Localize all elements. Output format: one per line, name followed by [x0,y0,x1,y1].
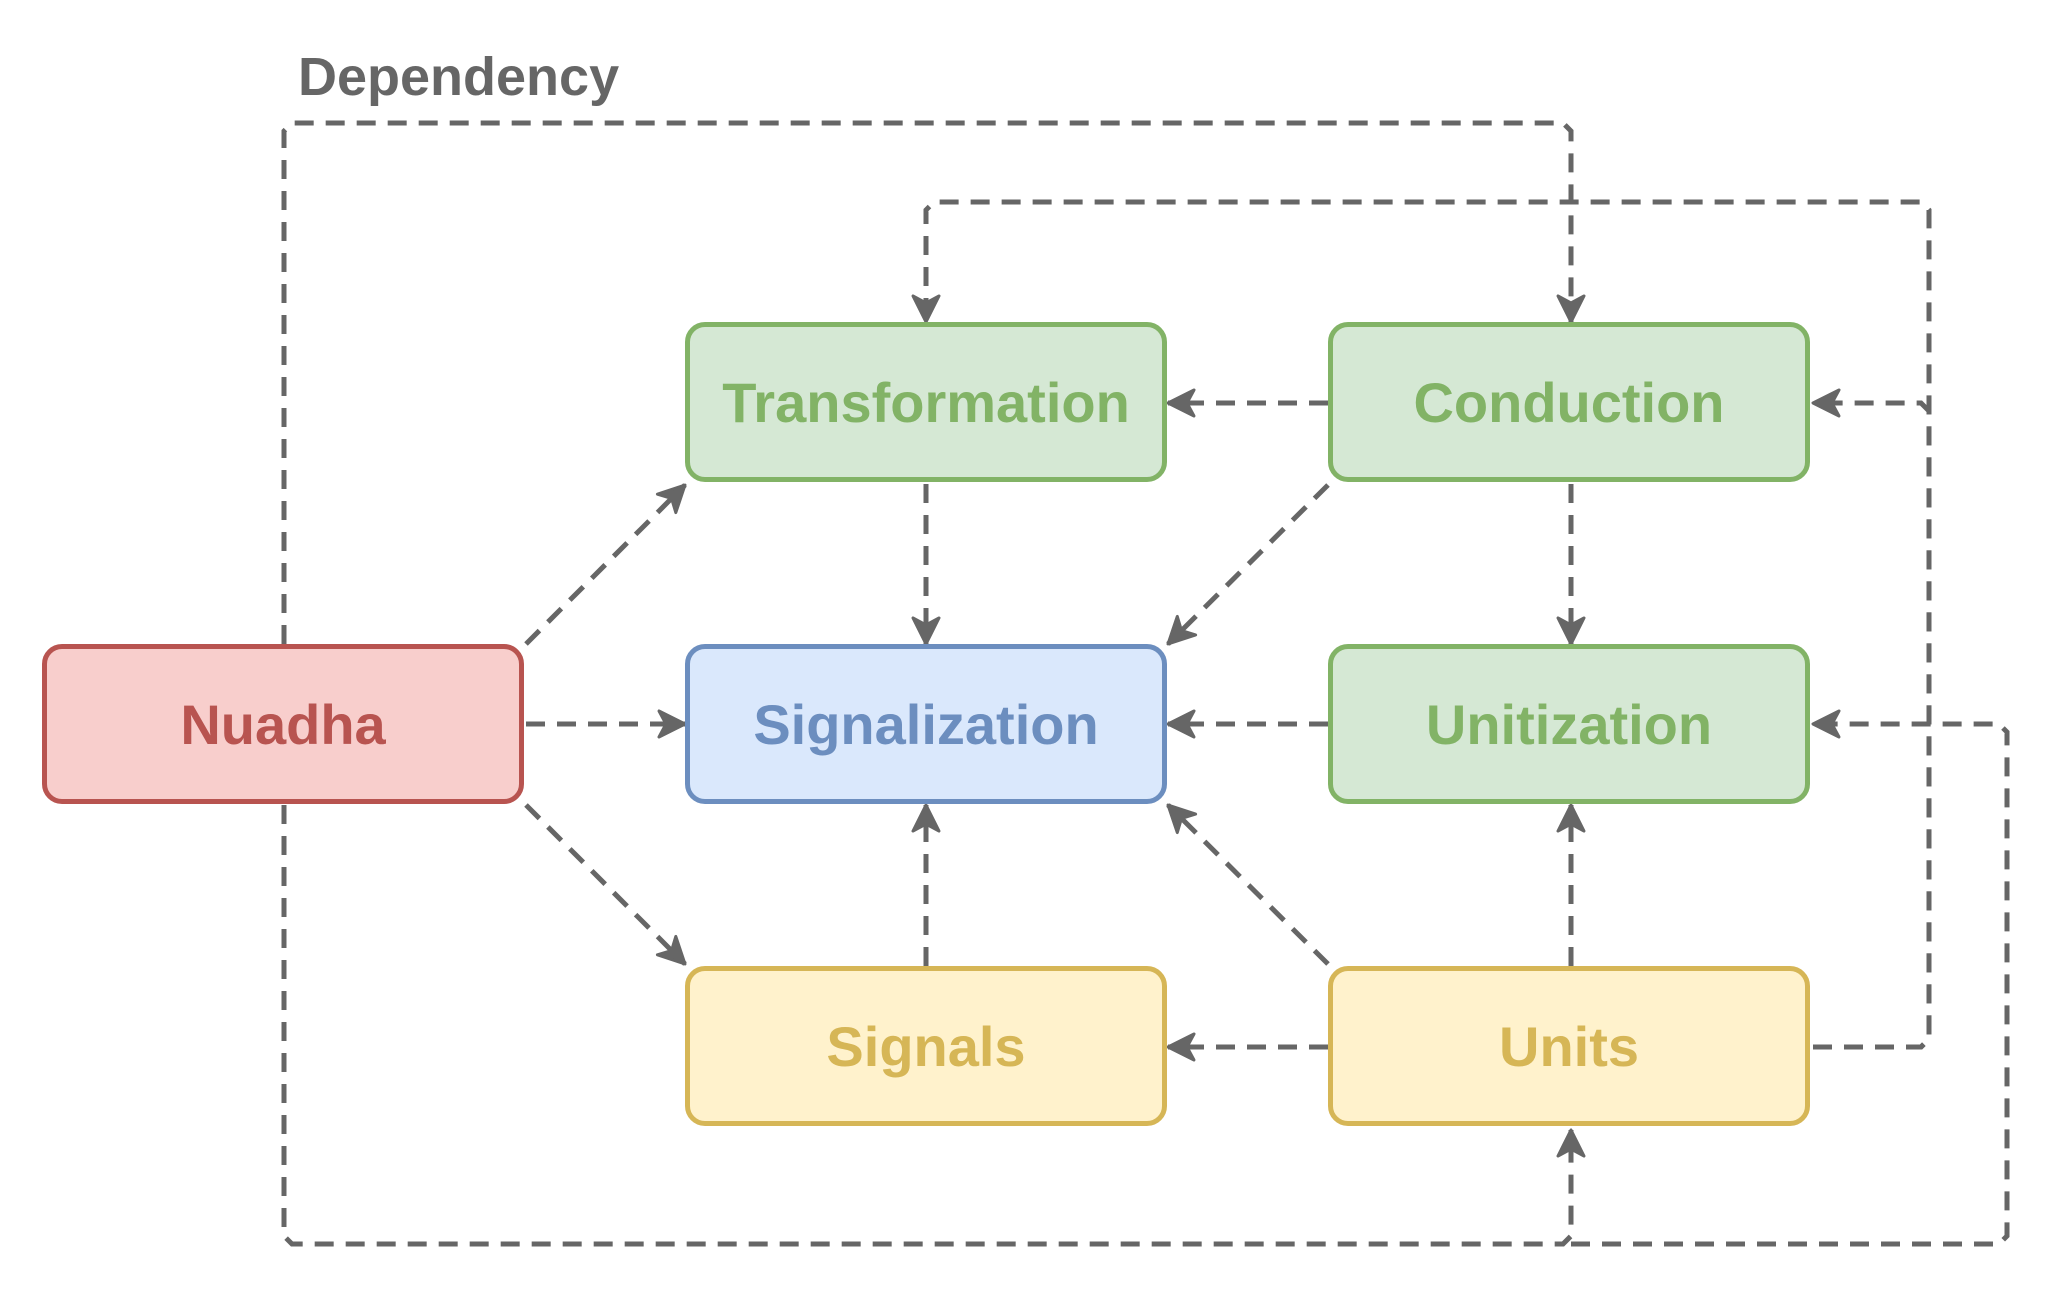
node-units[interactable]: Units [1328,966,1810,1126]
arrowhead-units-to-unitization [1556,803,1586,833]
node-signals[interactable]: Signals [685,966,1167,1126]
arrowhead-nuadha-to-transformation [655,483,687,515]
arrowhead-units-to-conduction [1811,388,1841,418]
arrowhead-nuadha-to-signalization [657,709,687,739]
arrowhead-transformation-to-signalization [911,616,941,646]
arrowhead-units-to-signalization [1166,803,1198,835]
arrowhead-conduction-to-unitization [1556,616,1586,646]
arrowhead-nuadha-to-conduction [1556,294,1586,324]
edge-nuadha-to-units [281,805,1574,1247]
node-transformation[interactable]: Transformation [685,322,1167,482]
edge-nuadha-to-conduction [281,120,1574,644]
edge-units-to-unitization [1571,721,2010,1247]
edge-nuadha-to-transformation [524,483,687,646]
arrowhead-units-to-unitization [1811,709,1841,739]
node-unitization[interactable]: Unitization [1328,644,1810,804]
arrowhead-units-to-signals [1166,1032,1196,1062]
arrowhead-unitization-to-signalization [1166,709,1196,739]
edge-nuadha-to-signals [524,803,687,966]
edge-conduction-to-signalization [1166,483,1330,646]
arrowhead-signals-to-signalization [911,803,941,833]
edge-units-to-signalization [1166,803,1330,966]
arrowhead-conduction-to-signalization [1166,614,1198,646]
arrowhead-nuadha-to-units [1556,1128,1586,1158]
arrowhead-conduction-to-transformation [1166,388,1196,418]
node-conduction[interactable]: Conduction [1328,322,1810,482]
diagram-title: Dependency [298,47,620,107]
arrowhead-units-to-transformation [911,294,941,324]
node-nuadha[interactable]: Nuadha [42,644,524,804]
arrowhead-nuadha-to-signals [655,934,687,966]
node-signalization[interactable]: Signalization [685,644,1167,804]
edge-units-to-conduction [1813,400,1932,1050]
